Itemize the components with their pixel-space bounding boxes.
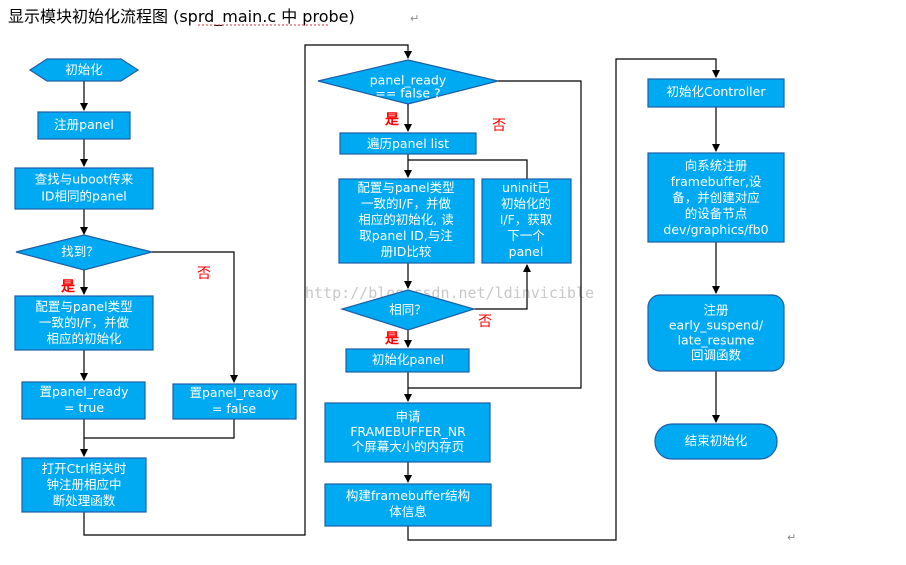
label-yes-same: 是: [385, 331, 400, 347]
node-start: [28, 58, 140, 82]
node-end: [654, 423, 778, 460]
node-same-decision: [339, 289, 477, 331]
watermark: http://blog.csdn.net/ldinvicible: [305, 284, 594, 302]
node-ready-decision: [317, 59, 499, 105]
edges: [80, 44, 720, 541]
node-set-ready-false: [172, 383, 297, 420]
node-config-found: [14, 295, 154, 351]
edge-build-controller: [407, 58, 720, 541]
label-yes-found: 是: [61, 279, 76, 295]
label-init-panel: 初始化panel: [372, 352, 444, 367]
label-yes-ready: 是: [385, 112, 400, 128]
label-no-ready: 否: [492, 118, 506, 134]
label-init-controller: 初始化Controller: [667, 84, 767, 99]
node-register-panel: [37, 111, 131, 140]
node-set-ready-true: [21, 381, 146, 420]
node-request-fb: [324, 402, 491, 463]
node-build-fb: [324, 483, 492, 527]
label-traverse: 遍历panel list: [367, 136, 449, 151]
label-found-q: 找到？: [61, 244, 99, 259]
paragraph-mark: ↵: [787, 531, 796, 544]
label-open-ctrl: 打开Ctrl相关时钟注册相应中断处理函数: [42, 461, 127, 508]
label-register-panel: 注册panel: [54, 117, 114, 132]
node-register-fb: [647, 152, 785, 243]
label-ready-q: panel_ready== false ?: [370, 73, 447, 101]
paragraph-mark: ↵: [410, 12, 419, 25]
label-no-found: 否: [197, 266, 211, 282]
edge-open-ready: [83, 44, 412, 536]
node-open-ctrl: [21, 457, 147, 513]
label-set-ready-false: 置panel_ready= false: [190, 385, 280, 416]
diagram-title: 显示模块初始化流程图 (sprd_main.c 中 probe): [8, 7, 355, 27]
edge-ready-no: [408, 80, 582, 389]
node-init-panel: [345, 348, 470, 373]
label-end: 结束初始化: [685, 433, 748, 448]
edge-same-no: [474, 264, 531, 310]
label-config-found: 配置与panel类型一致的I/F，并做相应的初始化: [35, 299, 132, 346]
node-traverse: [339, 132, 477, 155]
node-find-uboot: [14, 167, 154, 210]
label-no-same: 否: [478, 314, 492, 330]
label-config-read: 配置与panel类型一致的I/F，并做相应的初始化, 读取panel ID,与注…: [357, 180, 454, 259]
edge-uninit-loop: [408, 159, 528, 179]
label-start: 初始化: [65, 62, 103, 77]
edge-false-merge: [84, 419, 235, 439]
node-config-read: [338, 178, 475, 264]
node-register-suspend: [647, 294, 785, 372]
node-uninit: [481, 178, 572, 264]
node-found-decision: [15, 234, 153, 271]
edge-found-no: [152, 251, 238, 383]
node-init-controller: [647, 78, 785, 108]
label-build-fb: 构建framebuffer结构体信息: [346, 488, 470, 519]
label-same-q: 相同？: [389, 302, 427, 317]
label-set-ready-true: 置panel_ready= true: [40, 384, 130, 415]
